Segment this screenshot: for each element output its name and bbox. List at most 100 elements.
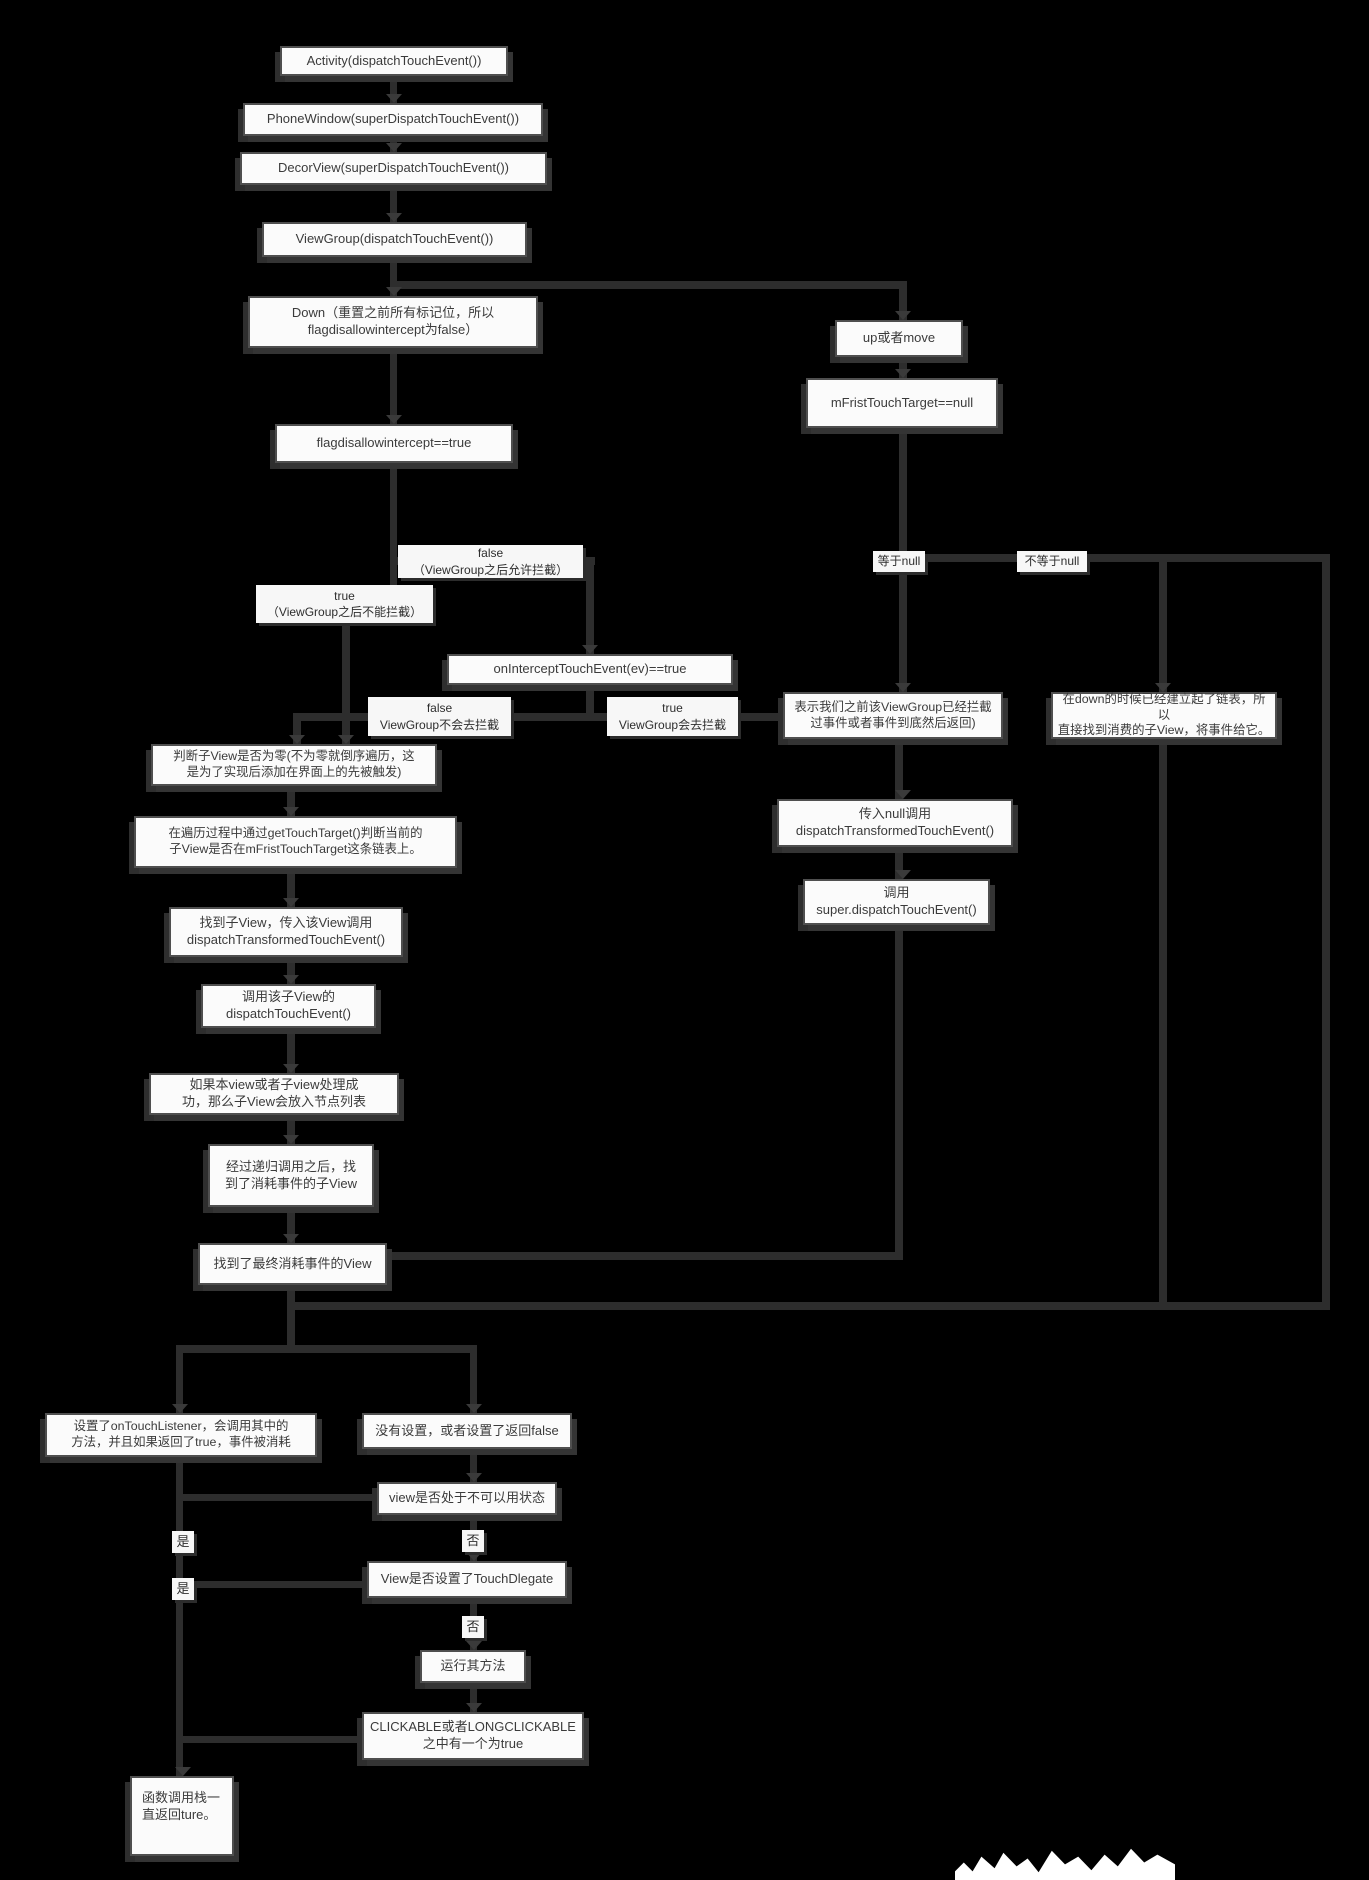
connector-line [470,1345,477,1413]
arrow-down-icon [386,143,402,152]
arrow-down-icon [582,645,598,654]
node-up-or-move: up或者move [835,320,963,357]
arrow-down-icon [386,415,402,424]
node-decor-view: DecorView(superDispatchTouchEvent()) [240,152,547,185]
connector-line [899,357,907,378]
node-mfrist-touch-target-null: mFristTouchTarget==null [806,378,998,428]
arrow-down-icon [283,807,299,816]
node-clickable-check: CLICKABLE或者LONGCLICKABLE 之中有一个为true [362,1712,584,1760]
connector-line [176,1345,183,1413]
connector-line [390,463,397,585]
arrow-down-icon [466,1552,482,1561]
arrow-down-icon [466,1641,482,1650]
arrow-down-icon [175,1767,191,1776]
label-false-allow-intercept: false （ViewGroup之后允许拦截） [398,545,583,578]
label-no-1: 否 [462,1530,484,1552]
node-run-its-method: 运行其方法 [420,1650,526,1683]
arrow-down-icon [386,287,402,296]
arrow-down-icon [386,94,402,103]
arrow-down-icon [466,1703,482,1712]
corner-artifact [955,1848,1175,1880]
node-activity-dispatch: Activity(dispatchTouchEvent()) [280,46,508,76]
arrow-down-icon [289,735,305,744]
node-view-group: ViewGroup(dispatchTouchEvent()) [262,222,527,257]
connector-line [179,1581,367,1588]
connector-line [470,1683,477,1712]
connector-line [895,739,903,799]
arrow-down-icon [283,1234,299,1243]
connector-line [390,76,397,103]
arrow-down-icon [466,1473,482,1482]
label-yes-2: 是 [172,1578,194,1600]
node-call-child-dispatch: 调用该子View的 dispatchTouchEvent() [201,984,376,1028]
connector-line [176,1345,477,1353]
label-false-no-intercept: false ViewGroup不会去拦截 [368,697,511,736]
node-down-chain-built: 在down的时候已经建立起了链表，所以 直接找到消费的子View，将事件给它。 [1051,692,1277,739]
label-true-cannot-intercept: true （ViewGroup之后不能拦截） [256,585,433,623]
connector-line [287,1028,295,1073]
arrow-down-icon [283,898,299,907]
label-equal-null: 等于null [873,551,925,572]
arrow-down-icon [895,311,911,320]
connector-line [287,868,295,907]
arrow-down-icon [895,369,911,378]
connector-line [293,713,301,744]
node-found-child-call: 找到子View，传入该View调用 dispatchTransformedTou… [169,907,403,957]
node-listener-not-set: 没有设置，或者设置了返回false [362,1413,572,1449]
connector-line [290,1302,1330,1310]
node-down-reset-flags: Down（重置之前所有标记位，所以 flagdisallowintercept为… [248,296,538,348]
label-true-will-intercept: true ViewGroup会去拦截 [607,697,738,736]
arrow-down-icon [283,1064,299,1073]
connector-line [470,1449,477,1482]
node-phone-window: PhoneWindow(superDispatchTouchEvent()) [243,103,543,136]
connector-line [342,623,350,744]
connector-line [287,1207,295,1243]
connector-line [393,281,903,289]
connector-line [586,685,594,717]
connector-line [899,281,907,320]
arrow-down-icon [1155,683,1171,692]
connector-line [1159,739,1167,1309]
node-flag-disallow-intercept: flagdisallowintercept==true [275,424,513,463]
arrow-down-icon [386,213,402,222]
node-pass-null-call: 传入null调用 dispatchTransformedTouchEvent() [777,799,1013,847]
connector-line [179,1494,377,1501]
node-after-recursion: 经过递归调用之后，找 到了消耗事件的子View [208,1144,374,1207]
node-return-true-stack: 函数调用栈一 直返回ture。 [130,1776,234,1856]
arrow-down-icon [895,870,911,879]
label-yes-1: 是 [172,1531,194,1553]
label-no-2: 否 [462,1616,484,1638]
node-already-intercepted: 表示我们之前该ViewGroup已经拦截 过事件或者事件到底然后返回) [783,692,1003,739]
connector-line [293,713,783,721]
connector-line [390,257,397,296]
connector-line [586,557,594,654]
label-not-equal-null: 不等于null [1017,551,1087,572]
arrow-down-icon [895,790,911,799]
connector-line [895,847,903,879]
arrow-down-icon [466,1404,482,1413]
arrow-down-icon [283,975,299,984]
connector-line [390,185,397,222]
node-touch-delegate-check: View是否设置了TouchDlegate [367,1561,567,1598]
connector-line [287,1115,295,1144]
arrow-down-icon [283,1135,299,1144]
node-set-on-touch-listener: 设置了onTouchListener，会调用其中的 方法，并且如果返回了true… [45,1413,317,1457]
connector-line [287,957,295,984]
arrow-down-icon [895,683,911,692]
connector-line [390,348,397,424]
node-on-intercept-touch-event: onInterceptTouchEvent(ev)==true [447,654,733,685]
connector-line [899,554,1330,562]
node-child-handled: 如果本view或者子view处理成 功，那么子View会放入节点列表 [149,1073,399,1115]
node-view-disabled-check: view是否处于不可以用状态 [377,1482,557,1515]
connector-line [176,1457,183,1776]
connector-line [1159,554,1167,692]
connector-line [387,1252,903,1260]
connector-line [287,1285,295,1349]
arrow-down-icon [338,735,354,744]
connector-line [1322,554,1330,1309]
connector-line [183,1736,362,1743]
node-judge-child-count: 判断子View是否为零(不为零就倒序遍历，这 是为了实现后添加在界面上的先被触发… [151,744,437,786]
connector-line [287,786,295,816]
node-final-consuming-view: 找到了最终消耗事件的View [198,1243,387,1285]
